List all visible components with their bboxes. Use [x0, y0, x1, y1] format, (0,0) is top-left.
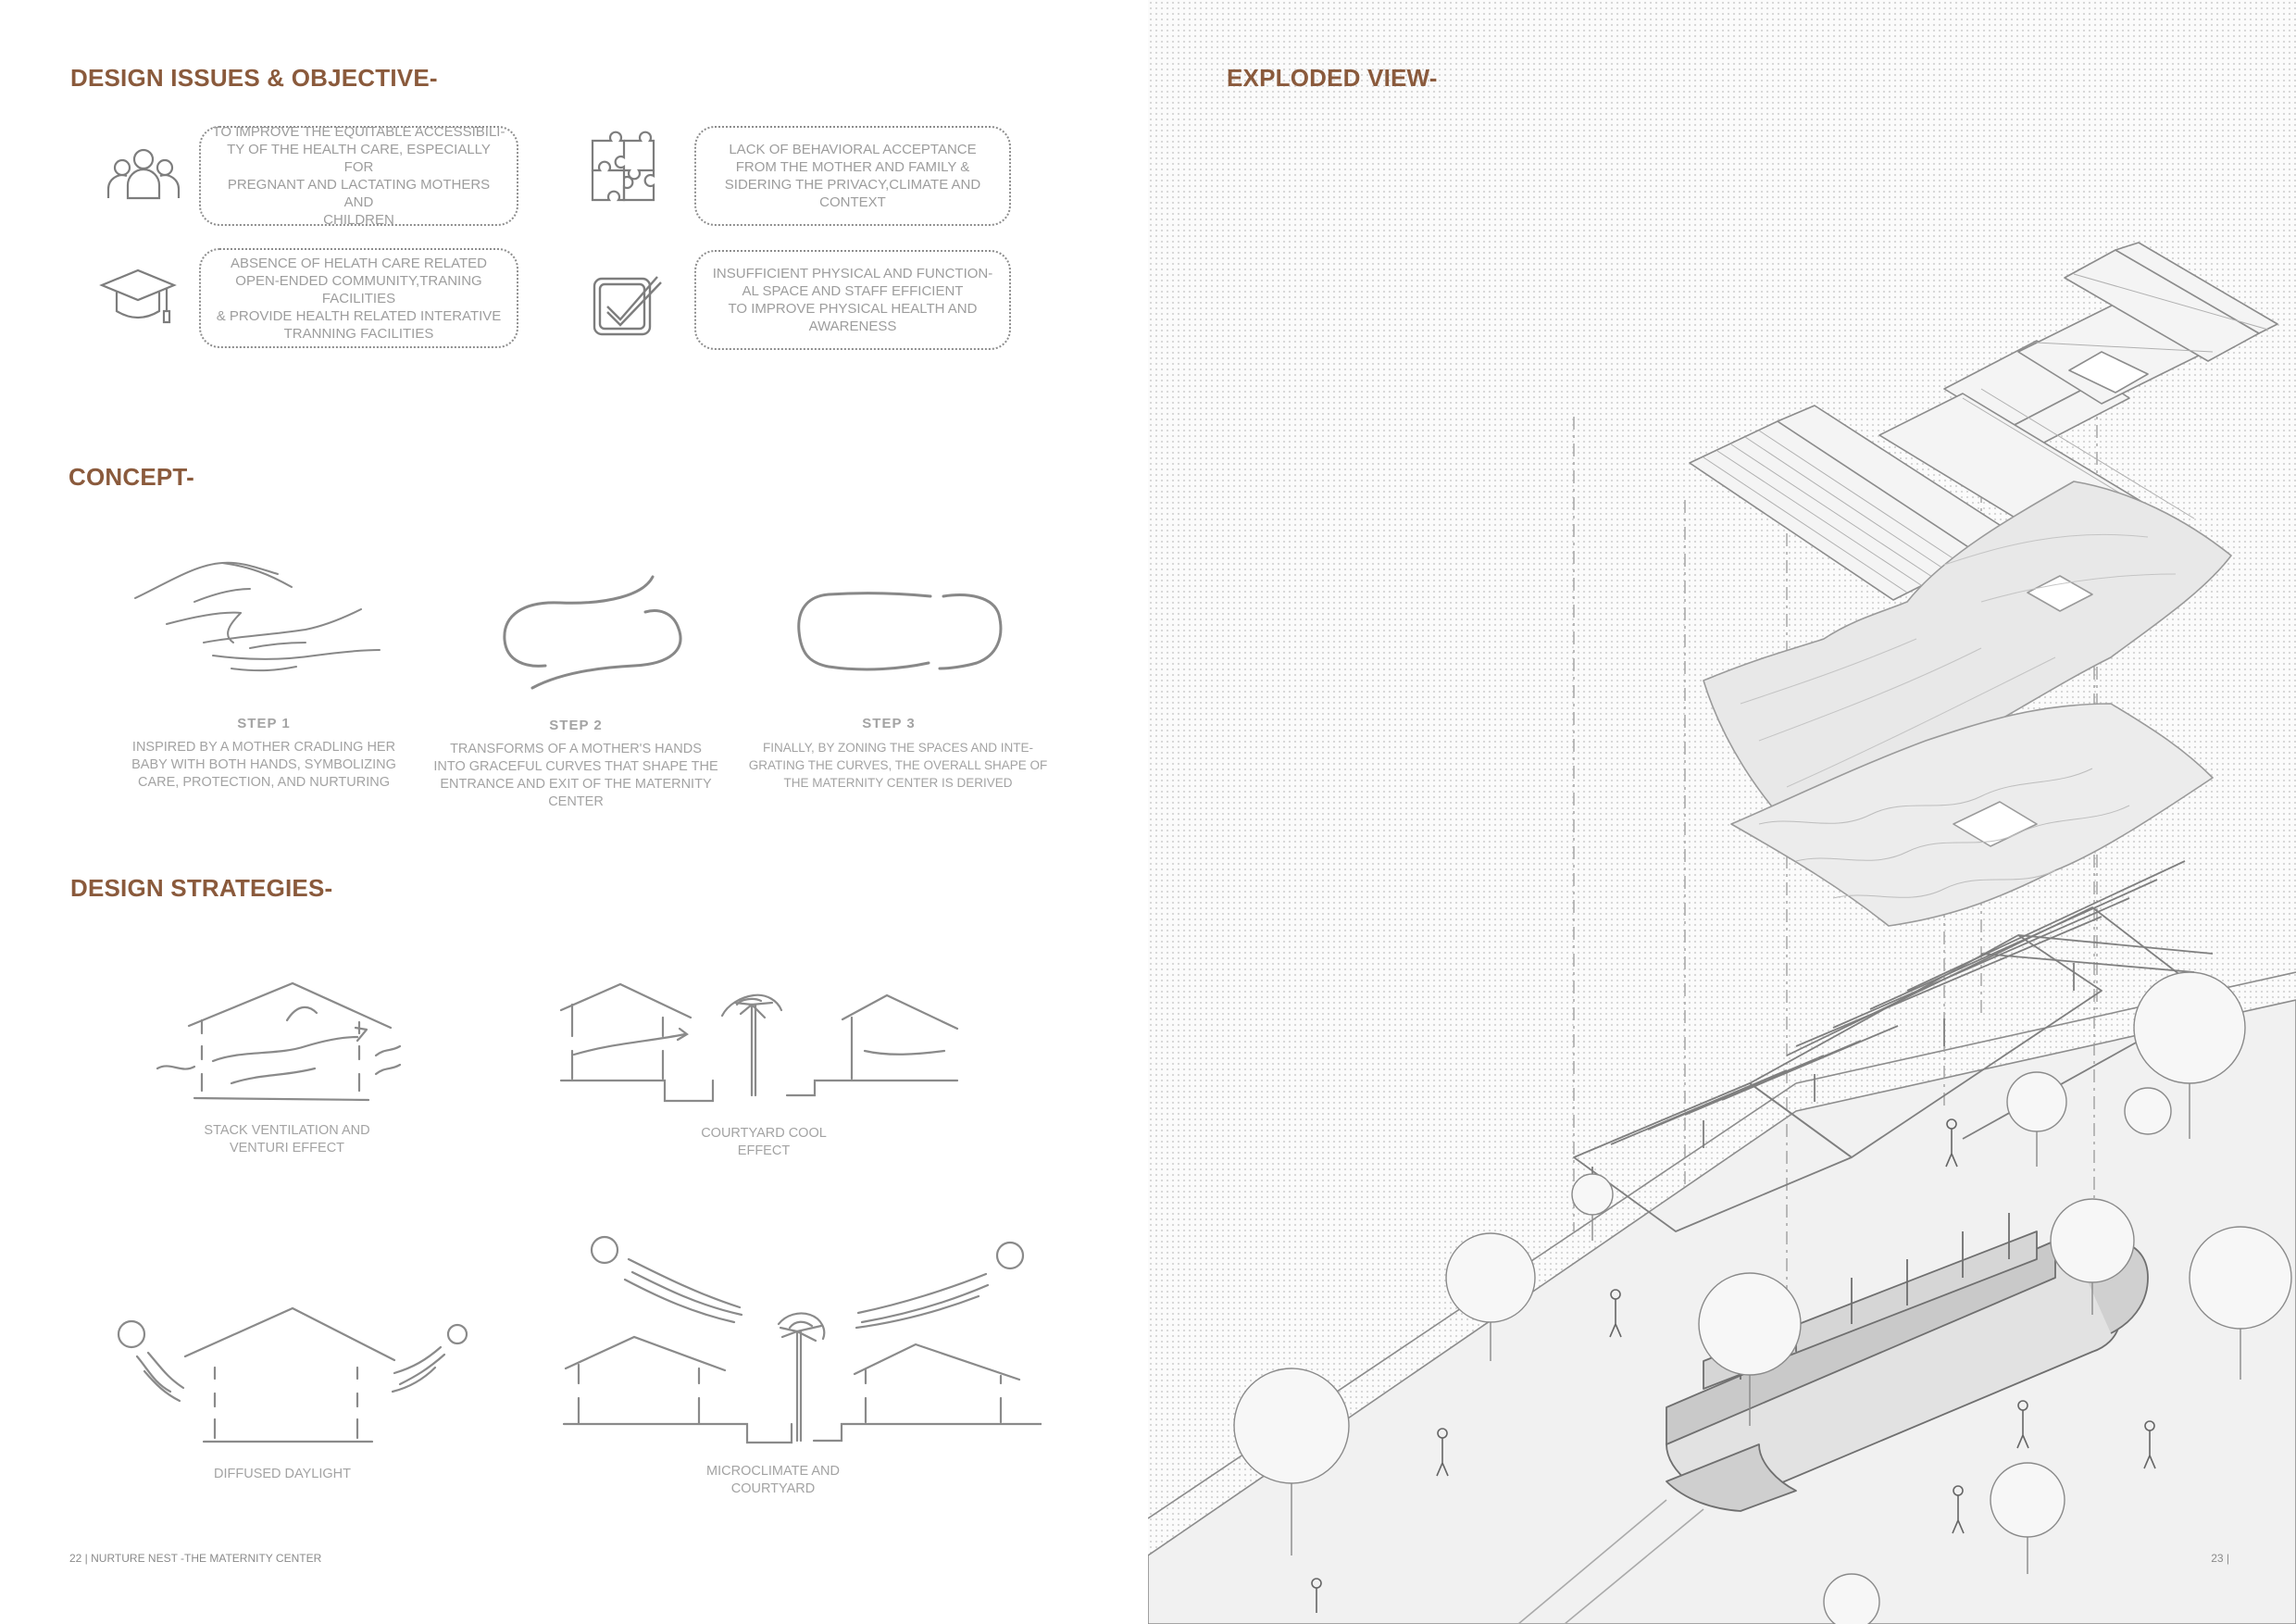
- step-2-title: STEP 2: [549, 718, 603, 733]
- microclimate-courtyard-sketch: [562, 1235, 1042, 1444]
- left-page: DESIGN ISSUES & OBJECTIVE- TO IMPROVE TH…: [69, 64, 1048, 1565]
- issue-text: ABSENCE OF HELATH CARE RELATED OPEN-ENDE…: [216, 255, 502, 342]
- puzzle-icon: [591, 131, 655, 202]
- step-2-text: TRANSFORMS OF A MOTHER'S HANDS INTO GRAC…: [433, 742, 718, 809]
- concept-heading: CONCEPT-: [69, 463, 194, 491]
- issue-box-behavioral: LACK OF BEHAVIORAL ACCEPTANCE FROM THE M…: [694, 126, 1011, 226]
- strategy-label-diffused-daylight: DIFFUSED DAYLIGHT: [214, 1467, 351, 1481]
- diffused-daylight-sketch: [117, 1306, 468, 1443]
- issue-text: TO IMPROVE THE EQUITABLE ACCESSIBILI- TY…: [212, 124, 505, 228]
- page-footer: 22 | NURTURE NEST -THE MATERNITY CENTER: [69, 1552, 322, 1565]
- issue-box-accessibility: TO IMPROVE THE EQUITABLE ACCESSIBILI- TY…: [199, 124, 518, 228]
- trees: [1233, 971, 2292, 1624]
- design-issues-heading: DESIGN ISSUES & OBJECTIVE-: [70, 64, 438, 92]
- step-1-text: INSPIRED BY A MOTHER CRADLING HER BABY W…: [131, 740, 396, 790]
- exploded-view-heading: EXPLODED VIEW-: [1227, 64, 1438, 92]
- strategy-label-stack-ventilation: STACK VENTILATION AND VENTURI EFFECT: [204, 1123, 370, 1156]
- roof-layer: [1689, 242, 2278, 601]
- issue-box-community: ABSENCE OF HELATH CARE RELATED OPEN-ENDE…: [199, 248, 518, 348]
- graceful-curves-sketch: [503, 575, 682, 690]
- checkbox-icon: [593, 276, 662, 336]
- issue-text: INSUFFICIENT PHYSICAL AND FUNCTION- AL S…: [712, 266, 993, 334]
- step-1-title: STEP 1: [237, 716, 291, 731]
- exploded-axonometric-drawing: [1148, 242, 2296, 1624]
- issue-text: LACK OF BEHAVIORAL ACCEPTANCE FROM THE M…: [724, 142, 981, 210]
- zoned-shape-sketch: [797, 592, 1003, 671]
- courtyard-cool-effect-sketch: [559, 982, 959, 1103]
- stack-ventilation-sketch: [156, 981, 402, 1102]
- graduation-cap-icon: [99, 269, 177, 324]
- page-number: 23 |: [2211, 1552, 2229, 1565]
- strategy-label-microclimate: MICROCLIMATE AND COURTYARD: [706, 1464, 840, 1496]
- hands-cradle-sketch: [134, 561, 381, 672]
- strategy-label-courtyard-cool: COURTYARD COOL EFFECT: [701, 1126, 827, 1158]
- design-strategies-heading: DESIGN STRATEGIES-: [70, 874, 333, 902]
- step-3-text: FINALLY, BY ZONING THE SPACES AND INTE- …: [748, 741, 1048, 790]
- right-page: EXPLODED VIEW-: [1148, 0, 2296, 1624]
- people: [1311, 1118, 2156, 1613]
- issue-box-physical-space: INSUFFICIENT PHYSICAL AND FUNCTION- AL S…: [694, 250, 1011, 350]
- step-3-title: STEP 3: [862, 716, 916, 731]
- family-icon: [106, 148, 181, 200]
